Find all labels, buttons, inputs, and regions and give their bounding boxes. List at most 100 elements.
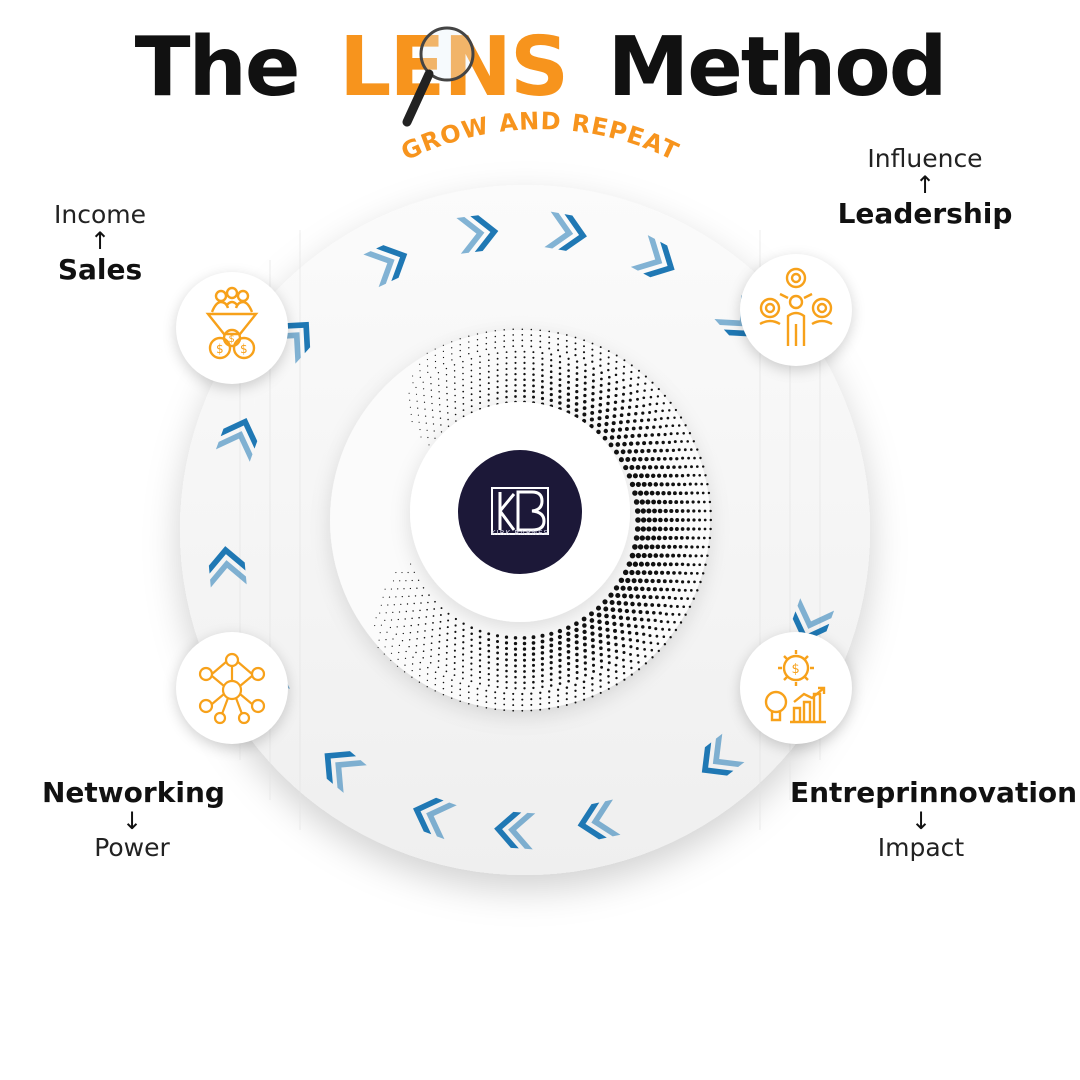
halo-dot [692,473,696,477]
halo-dot [505,658,508,662]
halo-dot [599,346,602,349]
halo-dot [650,578,655,584]
halo-dot [447,619,450,622]
halo-dot [496,645,500,649]
halo-dot [649,544,655,550]
halo-dot [487,393,490,396]
halo-dot [584,673,587,677]
halo-dot [637,544,644,550]
halo-dot [431,402,433,405]
halo-dot [523,670,526,673]
halo-dot [640,508,646,514]
halo-dot [675,518,680,522]
halo-dot [605,415,609,420]
halo-dot [623,359,626,362]
halo-dot [669,401,672,404]
halo-dot [609,435,615,440]
halo-dot [398,651,400,654]
halo-dot [496,369,499,372]
halo-dot [419,370,421,372]
halo-dot [635,570,641,576]
chevron-arrow-icon [324,751,367,793]
halo-dot [650,456,655,462]
halo-dot [487,672,490,676]
halo-dot [709,527,712,531]
halo-dot [626,623,631,628]
halo-dot [617,427,623,432]
halo-dot [635,517,641,523]
halo-dot [540,385,544,389]
halo-dot [532,686,535,690]
halo-dot [583,667,587,671]
halo-dot [549,637,554,642]
halo-dot [423,636,426,639]
halo-dot [397,618,399,621]
halo-dot [513,636,518,640]
halo-dot [409,587,412,590]
halo-dot [659,619,663,624]
halo-dot [530,698,533,701]
halo-dot [630,364,633,367]
halo-dot [657,508,663,514]
halo-dot [604,613,609,619]
halo-dot [613,635,618,640]
halo-dot [673,596,677,600]
halo-dot [476,350,479,353]
halo-dot [410,624,412,627]
halo-dot [453,376,456,378]
halo-dot [451,347,453,349]
halo-dot [642,404,646,408]
halo-dot [636,383,640,386]
halo-dot [614,642,618,647]
halo-dot [514,687,517,690]
halo-dot [442,363,445,365]
halo-dot [503,703,506,706]
halo-dot [379,632,381,634]
halo-dot [574,395,579,400]
halo-dot [615,442,621,447]
halo-dot [591,657,596,661]
halo-dot [513,647,518,651]
halo-dot [607,687,610,690]
halo-dot [445,664,448,667]
halo-dot [679,536,684,540]
halo-dot [656,456,661,461]
halo-dot [540,391,544,395]
halo-dot [627,412,631,417]
halo-dot [598,633,603,638]
halo-dot [487,649,491,653]
halo-dot [390,619,393,621]
halo-dot [709,518,713,522]
halo-dot [539,346,542,349]
halo-dot [531,658,536,662]
halo-dot [505,351,508,354]
halo-dot [487,661,491,664]
halo-dot [470,387,473,390]
halo-dot [607,388,611,392]
halo-dot [434,671,437,673]
halo-dot [668,562,673,567]
halo-dot [427,666,429,669]
halo-dot [659,482,664,487]
halo-dot [419,429,421,431]
halo-dot [487,399,490,402]
halo-dot [582,623,587,628]
halo-dot [615,676,618,680]
halo-dot [439,627,441,630]
halo-dot [653,570,659,575]
halo-dot [609,600,615,605]
halo-dot [430,383,432,385]
halo-dot [688,432,692,435]
halo-dot [558,664,562,668]
halo-dot [549,631,554,636]
halo-dot [695,572,699,575]
halo-dot [389,626,392,629]
halo-dot [630,673,633,676]
halo-dot [681,456,685,460]
halo-dot [599,646,603,650]
halo-dot [377,647,379,649]
halo-dot [640,526,646,532]
halo-dot [666,416,670,420]
halo-dot [661,491,666,496]
halo-dot [661,595,665,600]
